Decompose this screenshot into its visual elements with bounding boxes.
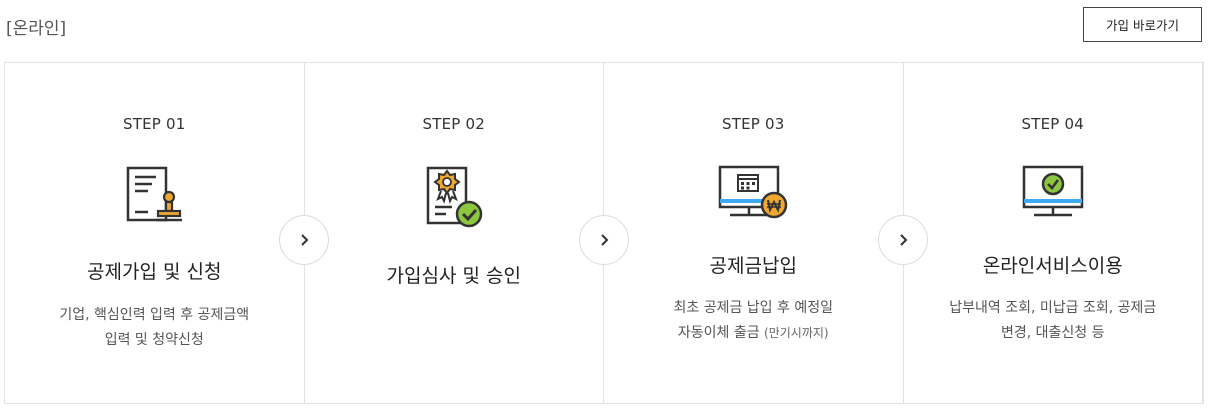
step-description: 납부내역 조회, 미납급 조회, 공제금 변경, 대출신청 등 — [904, 296, 1203, 346]
desc-line-1: 최초 공제금 납입 후 예정일 — [673, 300, 833, 316]
monitor-check-icon — [1022, 165, 1084, 225]
chevron-right-icon — [900, 234, 908, 246]
step-title: 공제금납입 — [709, 255, 797, 277]
chevron-right-icon — [301, 234, 309, 246]
desc-line-1: 납부내역 조회, 미납급 조회, 공제금 — [949, 300, 1157, 316]
section-label: [온라인] — [6, 19, 67, 39]
step-arrow-2 — [579, 215, 629, 265]
document-stamp-icon — [124, 165, 184, 231]
step-3: STEP 03 공제금납입 최초 공제금 납입 후 — [604, 63, 904, 403]
step-arrow-1 — [279, 215, 329, 265]
step-number: STEP 03 — [722, 115, 785, 133]
step-4: STEP 04 온라인서비스이용 납부내역 조회, 미납급 조회, 공제금 변경… — [904, 63, 1203, 403]
step-title: 공제가입 및 신청 — [87, 261, 222, 283]
step-number: STEP 02 — [422, 115, 485, 133]
step-number: STEP 01 — [123, 115, 186, 133]
step-number: STEP 04 — [1021, 115, 1084, 133]
step-1: STEP 01 공제가입 및 신청 기업, 핵심인력 입력 후 공제금액 입력 … — [5, 63, 305, 403]
desc-line-2-text: 자동이체 출금 — [677, 325, 765, 341]
step-title: 온라인서비스이용 — [982, 255, 1123, 277]
step-arrow-3 — [878, 215, 928, 265]
step-description: 최초 공제금 납입 후 예정일 자동이체 출금 (만기시까지) — [604, 296, 903, 346]
desc-line-2: 변경, 대출신청 등 — [1000, 325, 1105, 341]
step-title: 가입심사 및 승인 — [386, 265, 521, 287]
desc-line-2: 자동이체 출금 (만기시까지) — [604, 321, 903, 346]
chevron-right-icon — [601, 234, 609, 246]
step-description: 기업, 핵심인력 입력 후 공제금액 입력 및 청약신청 — [5, 303, 304, 353]
certificate-check-icon — [424, 165, 484, 235]
desc-line-2: 입력 및 청약신청 — [104, 332, 204, 348]
step-2: STEP 02 가입심사 및 승인 — [305, 63, 604, 403]
desc-line-1: 기업, 핵심인력 입력 후 공제금액 — [59, 307, 250, 323]
join-shortcut-button[interactable]: 가입 바로가기 — [1083, 7, 1202, 42]
desc-note: (만기시까지) — [764, 326, 829, 340]
steps-panel: STEP 01 공제가입 및 신청 기업, 핵심인력 입력 후 공제금액 입력 … — [4, 62, 1204, 404]
monitor-payment-icon — [718, 165, 788, 225]
